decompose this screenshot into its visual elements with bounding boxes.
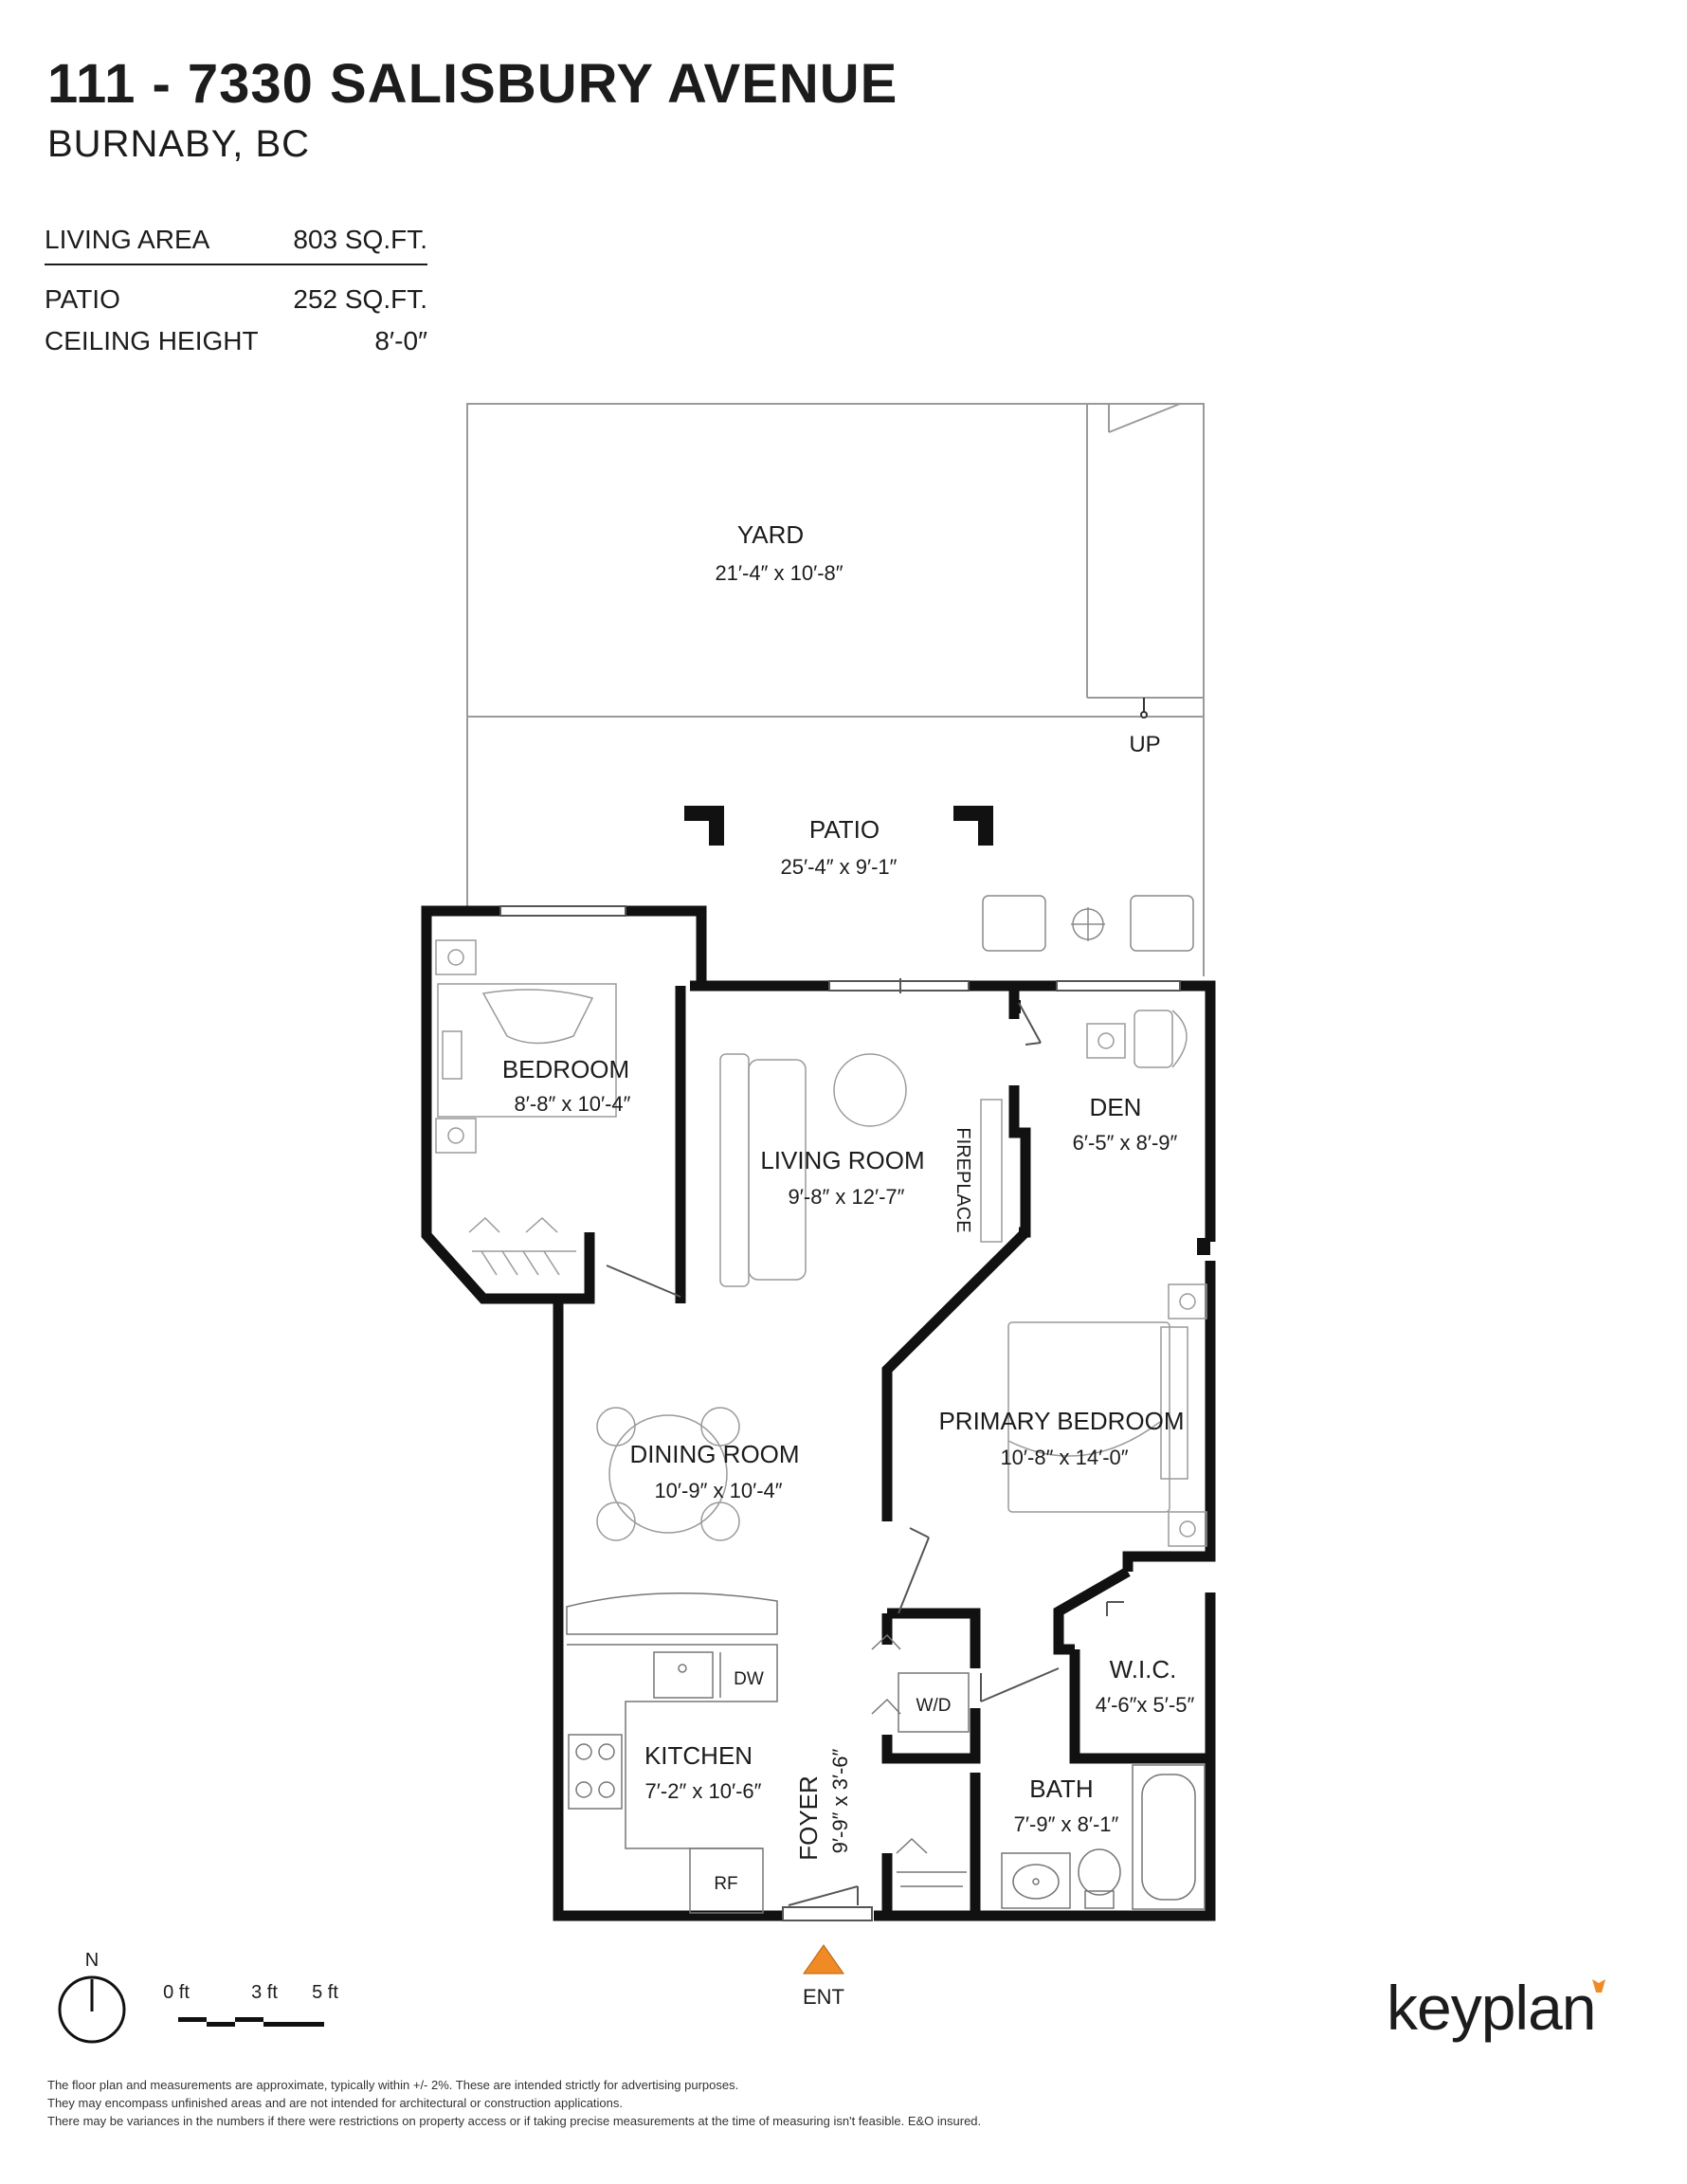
bath-dims: 7′-9″ x 8′-1″ (1014, 1812, 1119, 1836)
kitchen-dims: 7′-2″ x 10′-6″ (645, 1779, 762, 1803)
bath-fixtures (1001, 1764, 1206, 1910)
living-room-name: LIVING ROOM (760, 1146, 924, 1174)
scale-five-label: 5 ft (312, 1982, 338, 2003)
patio-furniture (982, 895, 1194, 952)
patio-row: PATIO 252 SQ.FT. (45, 279, 427, 320)
living-area-value: 803 SQ.FT. (293, 225, 427, 254)
stairs-up-label: UP (1129, 732, 1160, 757)
bedroom-furniture (435, 939, 617, 1276)
patio-posts (684, 806, 993, 846)
door-swings (606, 1002, 1124, 1921)
living-room-dims: 9′-8″ x 12′-7″ (789, 1185, 905, 1209)
compass-icon: N (58, 1950, 126, 2044)
primary-bedroom-dims: 10′-8″ x 14′-0″ (1000, 1446, 1128, 1469)
living-area-label: LIVING AREA (45, 225, 210, 254)
stairs-arrow (1140, 698, 1148, 719)
disclaimer: The floor plan and measurements are appr… (47, 2076, 1185, 2130)
walls (421, 905, 1216, 1921)
dining-furniture (596, 1407, 740, 1541)
bath-name: BATH (1029, 1774, 1093, 1803)
refrigerator-label: RF (714, 1874, 737, 1894)
ceiling-value: 8′-0″ (374, 326, 427, 355)
stats-table: LIVING AREA 803 SQ.FT. PATIO 252 SQ.FT. … (45, 216, 427, 362)
foyer-name: FOYER (794, 1775, 823, 1861)
scale-zero-label: 0 ft (163, 1982, 190, 2003)
brand-logo: keyplan (1387, 1973, 1596, 2043)
patio-value: 252 SQ.FT. (293, 284, 427, 314)
kitchen-cabinets (566, 1592, 778, 1914)
compass-north-label: N (85, 1950, 99, 1971)
primary-bedroom-furniture (1007, 1283, 1207, 1547)
entrance-arrow-icon (803, 1944, 844, 1975)
foyer-dims: 9′-9″ x 3′-6″ (828, 1748, 852, 1853)
ceiling-label: CEILING HEIGHT (45, 326, 259, 355)
room-labels: YARD 21′-4″ x 10′-8″ UP PATIO 25′-4″ x 9… (502, 520, 1195, 2009)
wic-name: W.I.C. (1110, 1655, 1177, 1684)
fox-icon (1592, 1979, 1605, 1993)
scale-bar: 0 ft 3 ft 5 ft (163, 1982, 338, 2027)
scale-three-label: 3 ft (251, 1982, 278, 2003)
fireplace-label: FIREPLACE (952, 1127, 973, 1232)
patio-dims: 25′-4″ x 9′-1″ (781, 855, 898, 879)
disclaimer-line: They may encompass unfinished areas and … (47, 2096, 624, 2110)
city-subtitle: BURNABY, BC (47, 123, 311, 165)
patio-name: PATIO (809, 815, 880, 844)
washer-dryer-label: W/D (916, 1696, 952, 1716)
windows (499, 905, 1181, 993)
disclaimer-line: The floor plan and measurements are appr… (47, 2078, 739, 2092)
bedroom-name: BEDROOM (502, 1055, 629, 1083)
entrance-label: ENT (803, 1985, 844, 2009)
living-area-row: LIVING AREA 803 SQ.FT. (45, 216, 427, 265)
ceiling-row: CEILING HEIGHT 8′-0″ (45, 320, 427, 362)
dining-room-dims: 10′-9″ x 10′-4″ (654, 1479, 782, 1502)
kitchen-name: KITCHEN (644, 1741, 753, 1770)
den-name: DEN (1090, 1093, 1142, 1121)
disclaimer-line: There may be variances in the numbers if… (47, 2114, 982, 2128)
patio-label: PATIO (45, 284, 120, 314)
address-title: 111 - 7330 SALISBURY AVENUE (47, 53, 898, 115)
den-dims: 6′-5″ x 8′-9″ (1073, 1131, 1178, 1155)
dining-room-name: DINING ROOM (629, 1440, 799, 1468)
bedroom-dims: 8′-8″ x 10′-4″ (515, 1092, 631, 1116)
primary-bedroom-name: PRIMARY BEDROOM (938, 1407, 1184, 1435)
living-furniture (719, 1053, 1003, 1287)
dishwasher-label: DW (734, 1669, 764, 1689)
yard-dims: 21′-4″ x 10′-8″ (715, 561, 843, 585)
yard-name: YARD (737, 520, 804, 549)
wall-stubs (1011, 1000, 1210, 1255)
yard-outline (466, 403, 1205, 976)
den-furniture (1086, 1010, 1188, 1068)
wic-dims: 4′-6″x 5′-5″ (1096, 1693, 1195, 1717)
laundry-closet (871, 1633, 970, 1887)
